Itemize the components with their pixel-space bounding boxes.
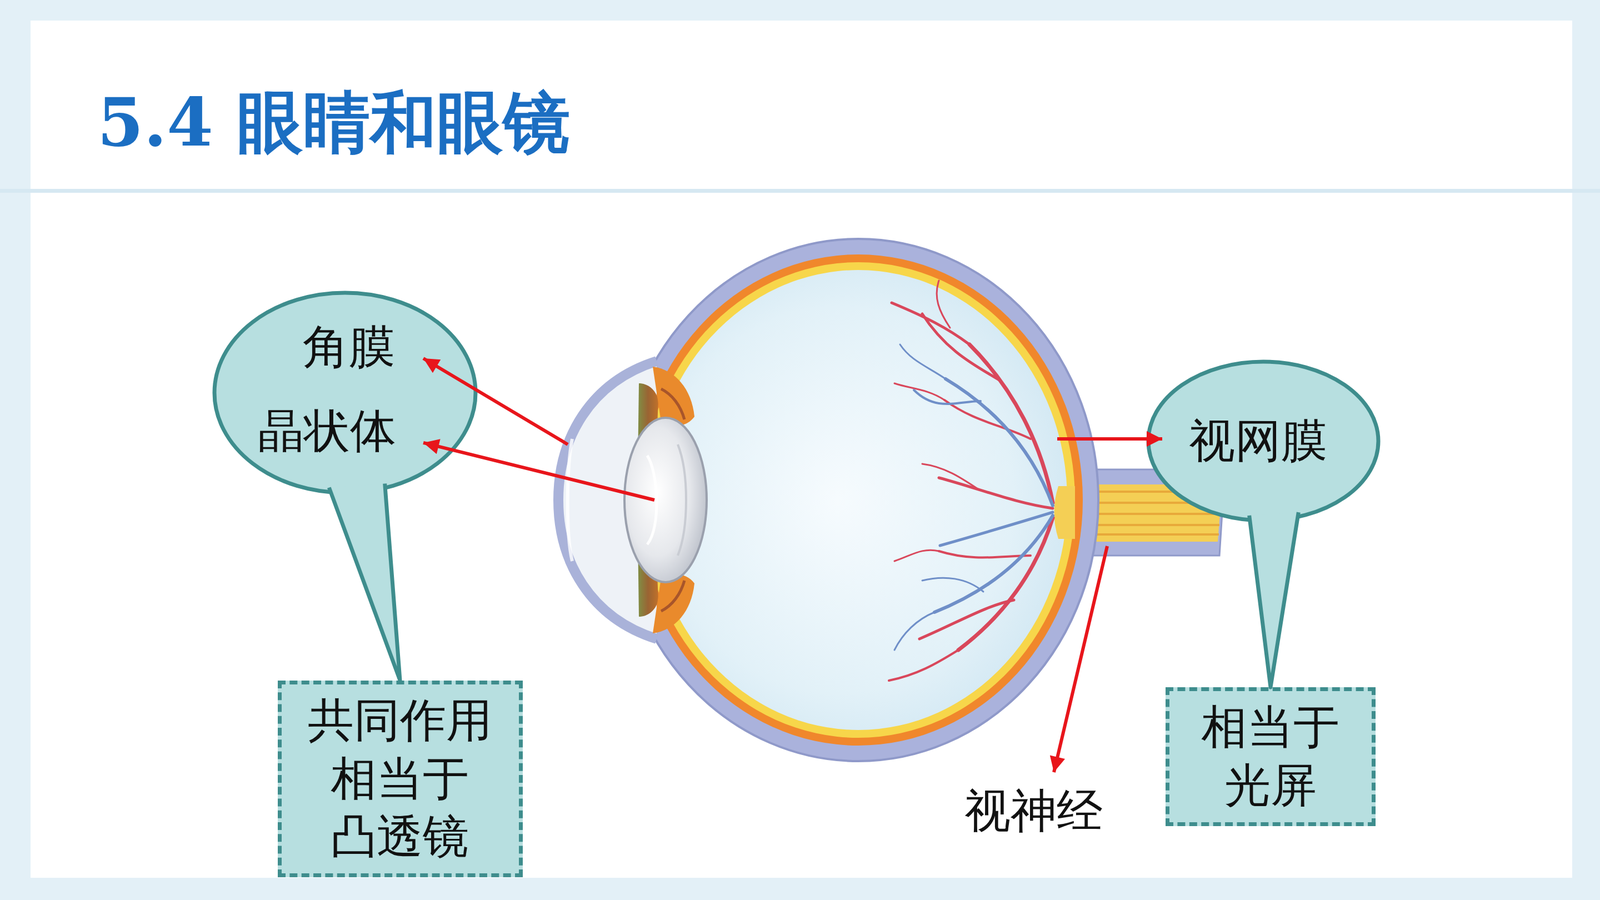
text-holder: 角膜 bbox=[302, 321, 395, 373]
tail-fill bbox=[328, 483, 400, 680]
bubble-tail bbox=[1249, 512, 1299, 688]
bubble-tail bbox=[328, 483, 400, 680]
bubble-outline bbox=[212, 290, 478, 495]
blood-vessels bbox=[894, 383, 945, 400]
eyeball bbox=[649, 270, 1068, 730]
blood-vessels bbox=[936, 280, 950, 328]
tail-fill bbox=[1249, 512, 1299, 688]
blood-vessels bbox=[922, 463, 978, 489]
front-of-eye bbox=[652, 573, 695, 634]
blood-vessels bbox=[945, 378, 1053, 506]
bubble-ellipse bbox=[214, 292, 476, 493]
bubble-text: 角膜 bbox=[302, 321, 395, 373]
blood-vessels bbox=[913, 390, 981, 404]
blood-vessels bbox=[922, 313, 1000, 381]
blood-vessels bbox=[944, 400, 1031, 439]
front-of-eye bbox=[661, 580, 685, 612]
header-rule bbox=[0, 188, 1600, 193]
tail-outline bbox=[1249, 512, 1299, 688]
blood-vessels bbox=[922, 577, 984, 592]
eyeball bbox=[1054, 486, 1076, 539]
text-holder: 晶状体 bbox=[257, 405, 397, 457]
leader-arrow bbox=[1057, 437, 1163, 441]
label-holder: 视神经 bbox=[964, 785, 1103, 837]
tail-outline bbox=[328, 483, 400, 680]
box-text: 相当于 光屏 bbox=[1194, 698, 1347, 815]
box-text: 共同作用 相当于 凸透镜 bbox=[301, 691, 500, 867]
bubble-ellipse bbox=[1148, 361, 1379, 521]
blood-vessels bbox=[938, 551, 1031, 558]
eyeball bbox=[618, 238, 1099, 762]
blood-vessels bbox=[894, 550, 939, 562]
blood-vessels bbox=[934, 515, 1053, 613]
dashed-note-box: 相当于 光屏 bbox=[1165, 687, 1376, 827]
blood-vessels bbox=[919, 600, 1014, 639]
speech-bubble: 角膜晶状体 bbox=[212, 290, 478, 495]
blood-vessels bbox=[891, 302, 970, 345]
front-of-eye bbox=[567, 438, 573, 562]
dashed-note-box: 共同作用 相当于 凸透镜 bbox=[277, 680, 523, 878]
eyeball bbox=[618, 238, 1099, 762]
lens bbox=[624, 417, 707, 583]
blood-vessels bbox=[938, 477, 1053, 509]
blood-vessels bbox=[894, 344, 1053, 650]
blood-vessels bbox=[888, 650, 959, 681]
leader-arrow bbox=[423, 358, 568, 445]
text-holder: 视网膜 bbox=[1188, 415, 1328, 467]
blood-vessels bbox=[888, 280, 1053, 681]
speech-bubble: 视网膜 bbox=[1146, 359, 1381, 523]
blood-vessels bbox=[900, 344, 946, 379]
lens bbox=[677, 444, 687, 556]
leader-arrow bbox=[1053, 546, 1108, 773]
bubble-text: 晶状体 bbox=[257, 405, 397, 457]
front-of-eye bbox=[661, 388, 685, 420]
part-label: 视神经 bbox=[964, 785, 1103, 837]
lens bbox=[624, 417, 707, 583]
blood-vessels bbox=[894, 612, 935, 650]
front-of-eye bbox=[652, 366, 695, 427]
slide-title: 5.4 眼睛和眼镜 bbox=[97, 82, 570, 163]
blood-vessels bbox=[888, 280, 1053, 681]
title-holder: 5.4 眼睛和眼镜 bbox=[97, 82, 570, 163]
bubble-text: 视网膜 bbox=[1188, 415, 1328, 467]
leader-arrow bbox=[423, 442, 655, 500]
